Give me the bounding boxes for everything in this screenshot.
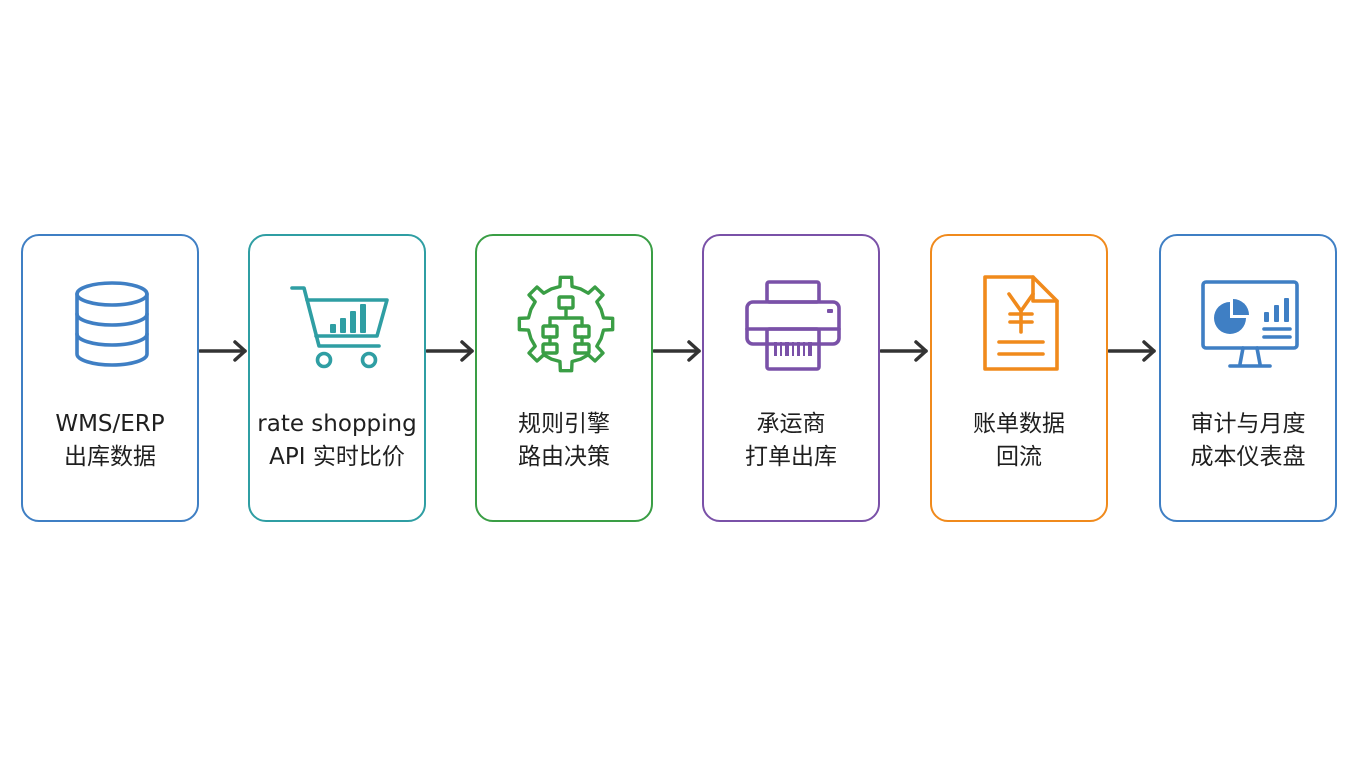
step-label: WMS/ERP 出库数据 — [23, 408, 197, 474]
step-rate-shopping: rate shopping API 实时比价 — [248, 234, 426, 522]
step-label-line1: 规则引擎 — [518, 411, 610, 437]
step-wms-erp: WMS/ERP 出库数据 — [21, 234, 199, 522]
arrow-icon — [1108, 339, 1158, 363]
step-label-line1: 承运商 — [756, 411, 826, 437]
step-label-line2: 路由决策 — [518, 444, 610, 470]
arrow-icon — [199, 339, 249, 363]
database-icon — [62, 274, 162, 374]
gear-flowchart-icon — [516, 274, 616, 374]
invoice-yen-icon — [971, 274, 1071, 374]
arrow-icon — [880, 339, 930, 363]
step-audit-dashboard: 审计与月度 成本仪表盘 — [1159, 234, 1337, 522]
step-billing-data: 账单数据 回流 — [930, 234, 1108, 522]
monitor-dashboard-icon — [1200, 274, 1300, 374]
step-label-line2: API 实时比价 — [269, 444, 405, 470]
step-label-line1: rate shopping — [257, 411, 417, 437]
step-label-line2: 成本仪表盘 — [1190, 444, 1306, 470]
step-label-line1: WMS/ERP — [55, 411, 165, 437]
step-label: 承运商 打单出库 — [704, 408, 878, 474]
step-label-line2: 打单出库 — [745, 444, 837, 470]
step-label-line2: 出库数据 — [64, 444, 156, 470]
step-label: rate shopping API 实时比价 — [250, 408, 424, 474]
step-rule-engine: 规则引擎 路由决策 — [475, 234, 653, 522]
label-printer-icon — [743, 274, 843, 374]
step-label: 规则引擎 路由决策 — [477, 408, 651, 474]
arrow-icon — [426, 339, 476, 363]
step-label-line2: 回流 — [996, 444, 1042, 470]
arrow-icon — [653, 339, 703, 363]
step-label: 审计与月度 成本仪表盘 — [1161, 408, 1335, 474]
shopping-cart-chart-icon — [289, 274, 389, 374]
step-label-line1: 审计与月度 — [1190, 411, 1306, 437]
step-carrier-print: 承运商 打单出库 — [702, 234, 880, 522]
step-label: 账单数据 回流 — [932, 408, 1106, 474]
step-label-line1: 账单数据 — [973, 411, 1065, 437]
